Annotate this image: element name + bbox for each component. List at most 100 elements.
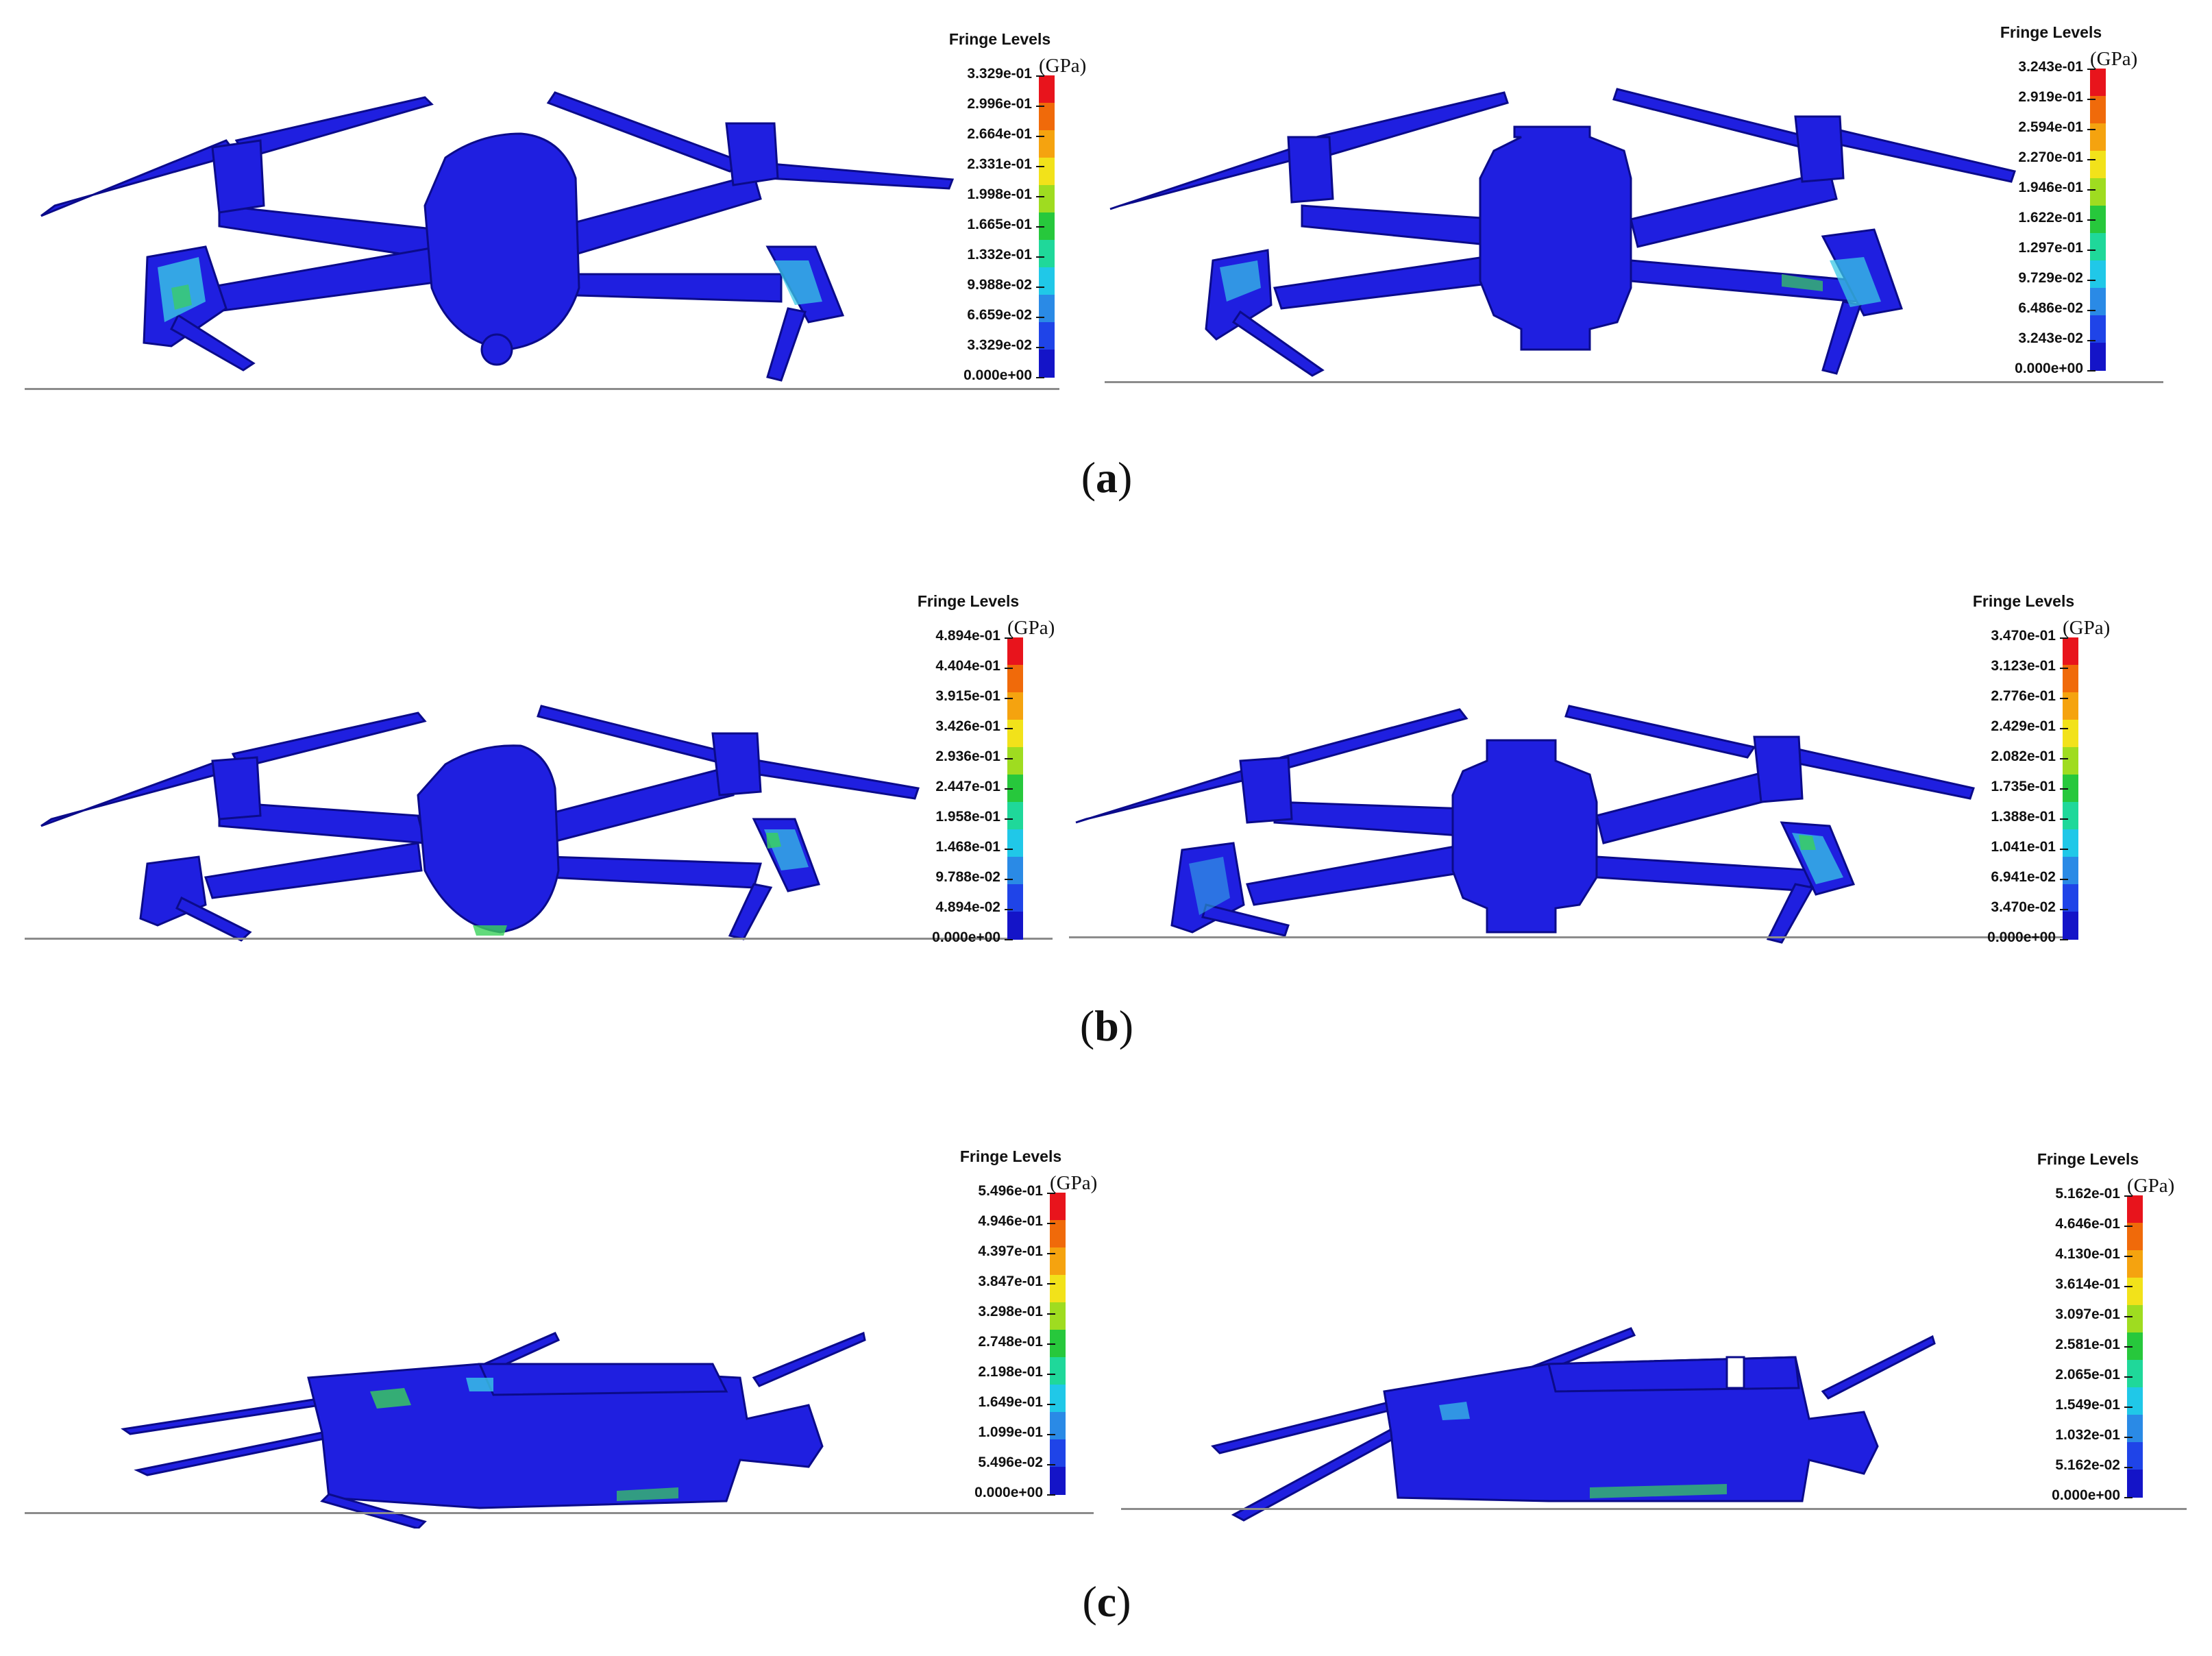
propeller-blade — [546, 91, 742, 173]
ground-line — [25, 1512, 1094, 1514]
legend-tick — [1047, 1253, 1055, 1254]
legend-color-segment — [2063, 692, 2078, 720]
legend-tick — [1036, 106, 1044, 107]
legend-color-bar — [1050, 1193, 1066, 1495]
legend-color-segment — [1050, 1439, 1066, 1468]
legend-level-label: 4.894e-02 — [935, 899, 1000, 915]
legend-level-label: 1.388e-01 — [1991, 809, 2056, 825]
legend-tick — [2087, 99, 2096, 100]
legend-level-label: 9.788e-02 — [935, 869, 1000, 885]
propeller-blade — [1564, 705, 1756, 759]
legend-level-label: 1.622e-01 — [2018, 210, 2083, 226]
legend-color-segment — [2063, 857, 2078, 885]
legend-level-label: 3.470e-02 — [1991, 899, 2056, 915]
propeller-blade — [1784, 746, 1975, 800]
legend-color-segment — [1050, 1330, 1066, 1358]
ground-line — [25, 938, 1053, 940]
legend-color-segment — [2127, 1250, 2143, 1278]
legend-tick — [2060, 939, 2068, 940]
legend-tick — [2060, 637, 2068, 639]
landing-leg — [1766, 883, 1815, 944]
legend-color-segment — [2127, 1360, 2143, 1388]
legend-color-segment — [1039, 295, 1055, 323]
legend-tick — [2124, 1437, 2133, 1438]
legend-color-segment — [1007, 857, 1023, 885]
legend-tick — [2087, 280, 2096, 281]
propeller-blade — [231, 711, 427, 769]
legend-level-label: 2.065e-01 — [2055, 1367, 2120, 1383]
legend-unit: (GPa) — [1050, 1172, 1098, 1194]
legend-level-label: 3.097e-01 — [2055, 1306, 2120, 1322]
legend-level-label: 2.776e-01 — [1991, 688, 2056, 704]
legend-tick — [2087, 249, 2096, 251]
legend-color-segment — [2090, 288, 2106, 316]
legend-level-label: 4.946e-01 — [978, 1213, 1043, 1229]
legend-unit: (GPa) — [1007, 617, 1055, 639]
legend-color-segment — [2090, 343, 2106, 371]
legend-color-segment — [1050, 1220, 1066, 1248]
legend-tick — [2124, 1467, 2133, 1468]
legend-tick — [2087, 159, 2096, 160]
legend-color-segment — [1050, 1385, 1066, 1413]
legend-tick — [1005, 939, 1013, 940]
legend-color-segment — [2127, 1195, 2143, 1223]
legend-tick — [1005, 698, 1013, 699]
propeller-blade — [121, 1397, 332, 1435]
legend-level-label: 5.162e-02 — [2055, 1457, 2120, 1473]
drone-arm — [1630, 259, 1866, 303]
legend-tick — [2124, 1195, 2133, 1197]
legend-level-label: 1.998e-01 — [967, 186, 1032, 202]
drone-c-left-render — [121, 1331, 866, 1529]
legend-color-segment — [2063, 747, 2078, 775]
legend-color-segment — [2127, 1470, 2143, 1498]
stress-hotspot — [171, 284, 192, 310]
legend-color-segment — [2090, 233, 2106, 261]
drone-arm — [540, 766, 735, 844]
stress-hotspot — [1782, 274, 1823, 291]
stress-hotspot — [1799, 835, 1816, 850]
stress-hotspot — [774, 260, 822, 305]
legend-color-segment — [1039, 240, 1055, 268]
legend-level-label: 2.581e-01 — [2055, 1337, 2120, 1352]
legend-tick — [2060, 849, 2068, 850]
legend-tick — [1047, 1223, 1055, 1224]
drone-c-right-render — [1211, 1327, 1936, 1522]
legend-tick — [1005, 788, 1013, 790]
legend-tick — [1036, 347, 1044, 348]
legend-color-segment — [1039, 185, 1055, 213]
legend-color-segment — [1039, 322, 1055, 350]
legend-tick — [1005, 637, 1013, 639]
legend-color-segment — [2090, 69, 2106, 97]
legend-tick — [2124, 1226, 2133, 1227]
drone-hub — [423, 132, 580, 351]
legend-tick — [2087, 189, 2096, 191]
legend-tick — [2060, 788, 2068, 790]
legend-color-segment — [2090, 206, 2106, 234]
legend-level-label: 3.298e-01 — [978, 1304, 1043, 1319]
legend-tick — [1047, 1434, 1055, 1435]
legend-tick — [1005, 728, 1013, 729]
legend-level-label: 4.646e-01 — [2055, 1216, 2120, 1232]
legend-level-label: 0.000e+00 — [1987, 929, 2056, 945]
legend-tick — [1047, 1193, 1055, 1194]
legend-color-segment — [1039, 103, 1055, 131]
legend-level-label: 1.332e-01 — [967, 247, 1032, 263]
legend-color-segment — [2127, 1442, 2143, 1470]
legend-color-segment — [1007, 884, 1023, 912]
drone-arm — [1273, 252, 1512, 310]
legend-color-segment — [1039, 130, 1055, 158]
legend-level-label: 6.659e-02 — [967, 307, 1032, 323]
legend-tick — [2124, 1286, 2133, 1287]
legend-color-segment — [2127, 1305, 2143, 1333]
caption-letter: c — [1096, 1577, 1117, 1626]
legend-tick — [1036, 196, 1044, 197]
legend-color-segment — [1050, 1275, 1066, 1303]
legend-color-bar — [2127, 1195, 2143, 1498]
legend-tick — [1047, 1374, 1055, 1375]
legend-level-label: 0.000e+00 — [2052, 1487, 2120, 1503]
legend-level-label: 2.447e-01 — [935, 779, 1000, 794]
legend-color-segment — [2090, 96, 2106, 124]
drone-a-right-render — [1109, 88, 2016, 377]
